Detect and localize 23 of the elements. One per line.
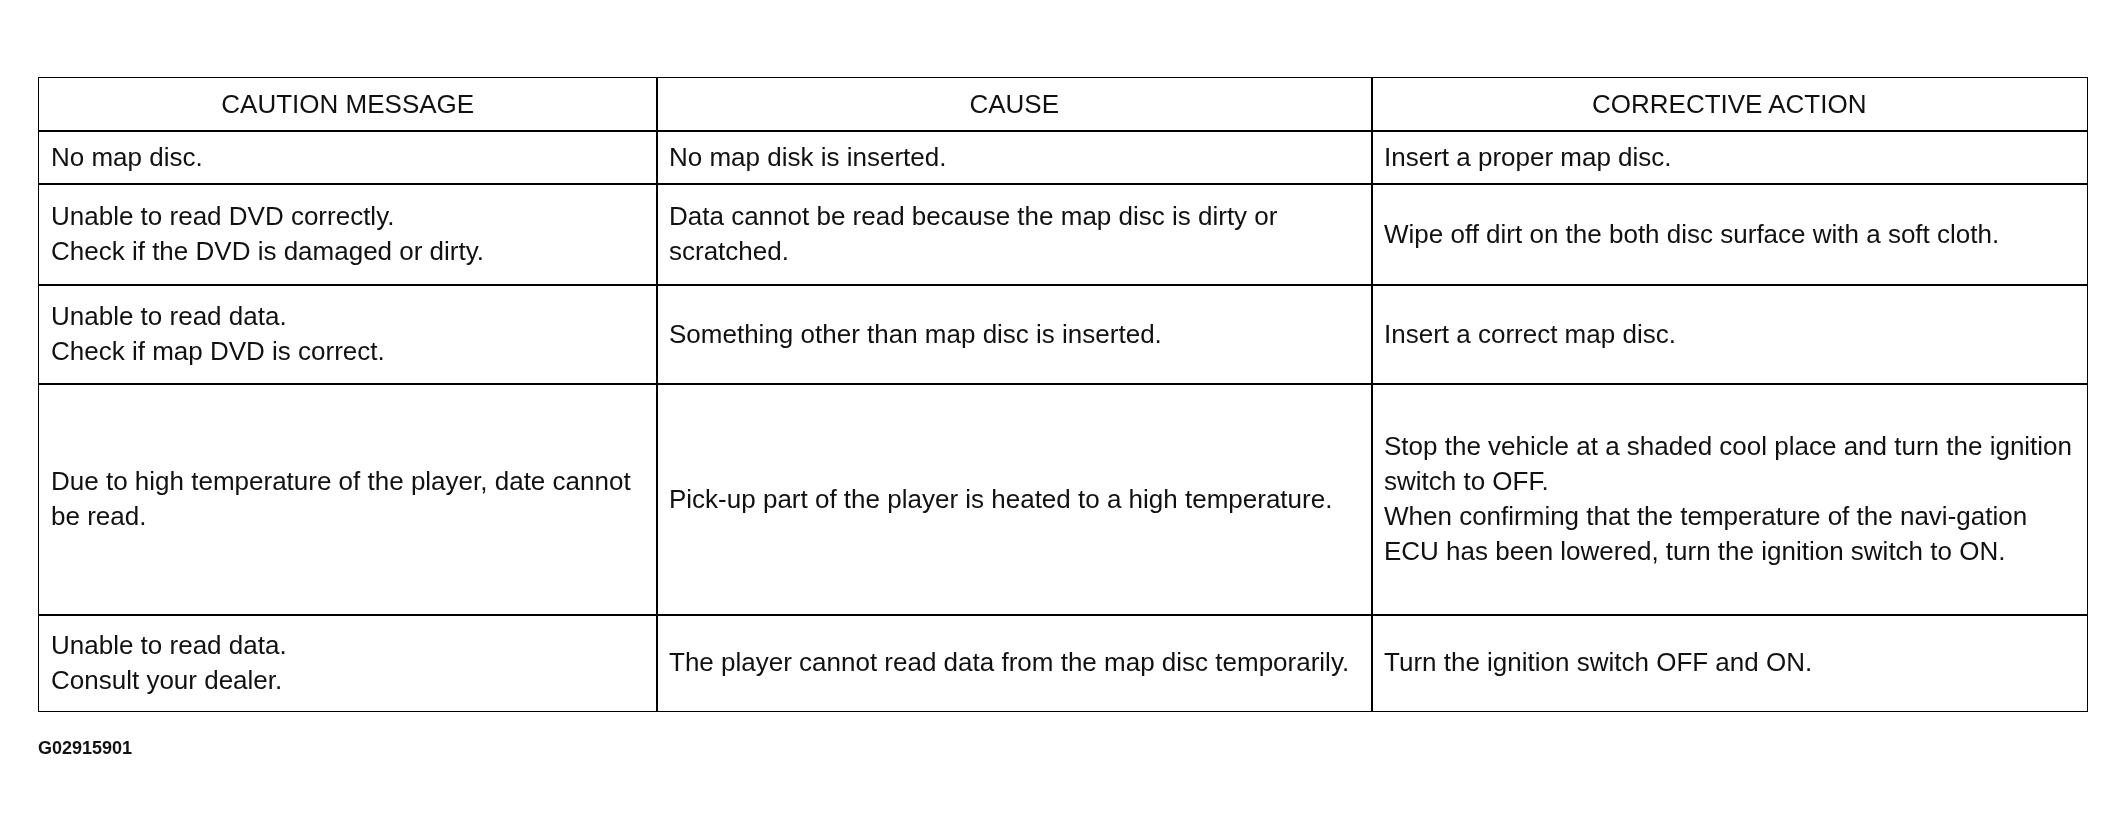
cell-text: When confirming that the temperature of the navi-gation ECU has been lowered, turn the ignition switch to ON. — [1384, 500, 2029, 569]
cell-text: Data cannot be read because the map disc is dirty or scratched. — [669, 200, 1279, 269]
cell-text: Check if map DVD is correct. — [51, 335, 386, 369]
cell-text: Consult your dealer. — [51, 663, 284, 697]
cell-text: Wipe off dirt on the both disc surface with a soft cloth. — [1384, 217, 2001, 251]
cell-text: Unable to read data. — [51, 300, 288, 334]
cell-text: Insert a proper map disc. — [1384, 140, 1673, 174]
cell-text: Unable to read DVD correctly. — [51, 200, 396, 234]
cell-text: Pick-up part of the player is heated to a high temperature. — [669, 482, 1334, 516]
figure-code: G02915901 — [38, 738, 133, 759]
cell-text: Turn the ignition switch OFF and ON. — [1384, 646, 1814, 680]
column-header: CAUSE — [969, 87, 1060, 121]
cell-text: No map disc. — [51, 140, 204, 174]
cell-text: Check if the DVD is damaged or dirty. — [51, 235, 486, 269]
column-header: CORRECTIVE ACTION — [1592, 87, 1867, 121]
cell-text: Insert a correct map disc. — [1384, 317, 1677, 351]
cell-text: Unable to read data. — [51, 628, 288, 662]
column-header: CAUTION MESSAGE — [221, 87, 475, 121]
cell-text: The player cannot read data from the map disc temporarily. — [669, 646, 1351, 680]
cell-text: Due to high temperature of the player, date cannot be read. — [51, 465, 632, 534]
cell-text: Something other than map disc is inserted. — [669, 317, 1163, 351]
cell-text: Stop the vehicle at a shaded cool place and turn the ignition switch to OFF. — [1384, 430, 2074, 499]
cell-text: No map disk is inserted. — [669, 140, 948, 174]
